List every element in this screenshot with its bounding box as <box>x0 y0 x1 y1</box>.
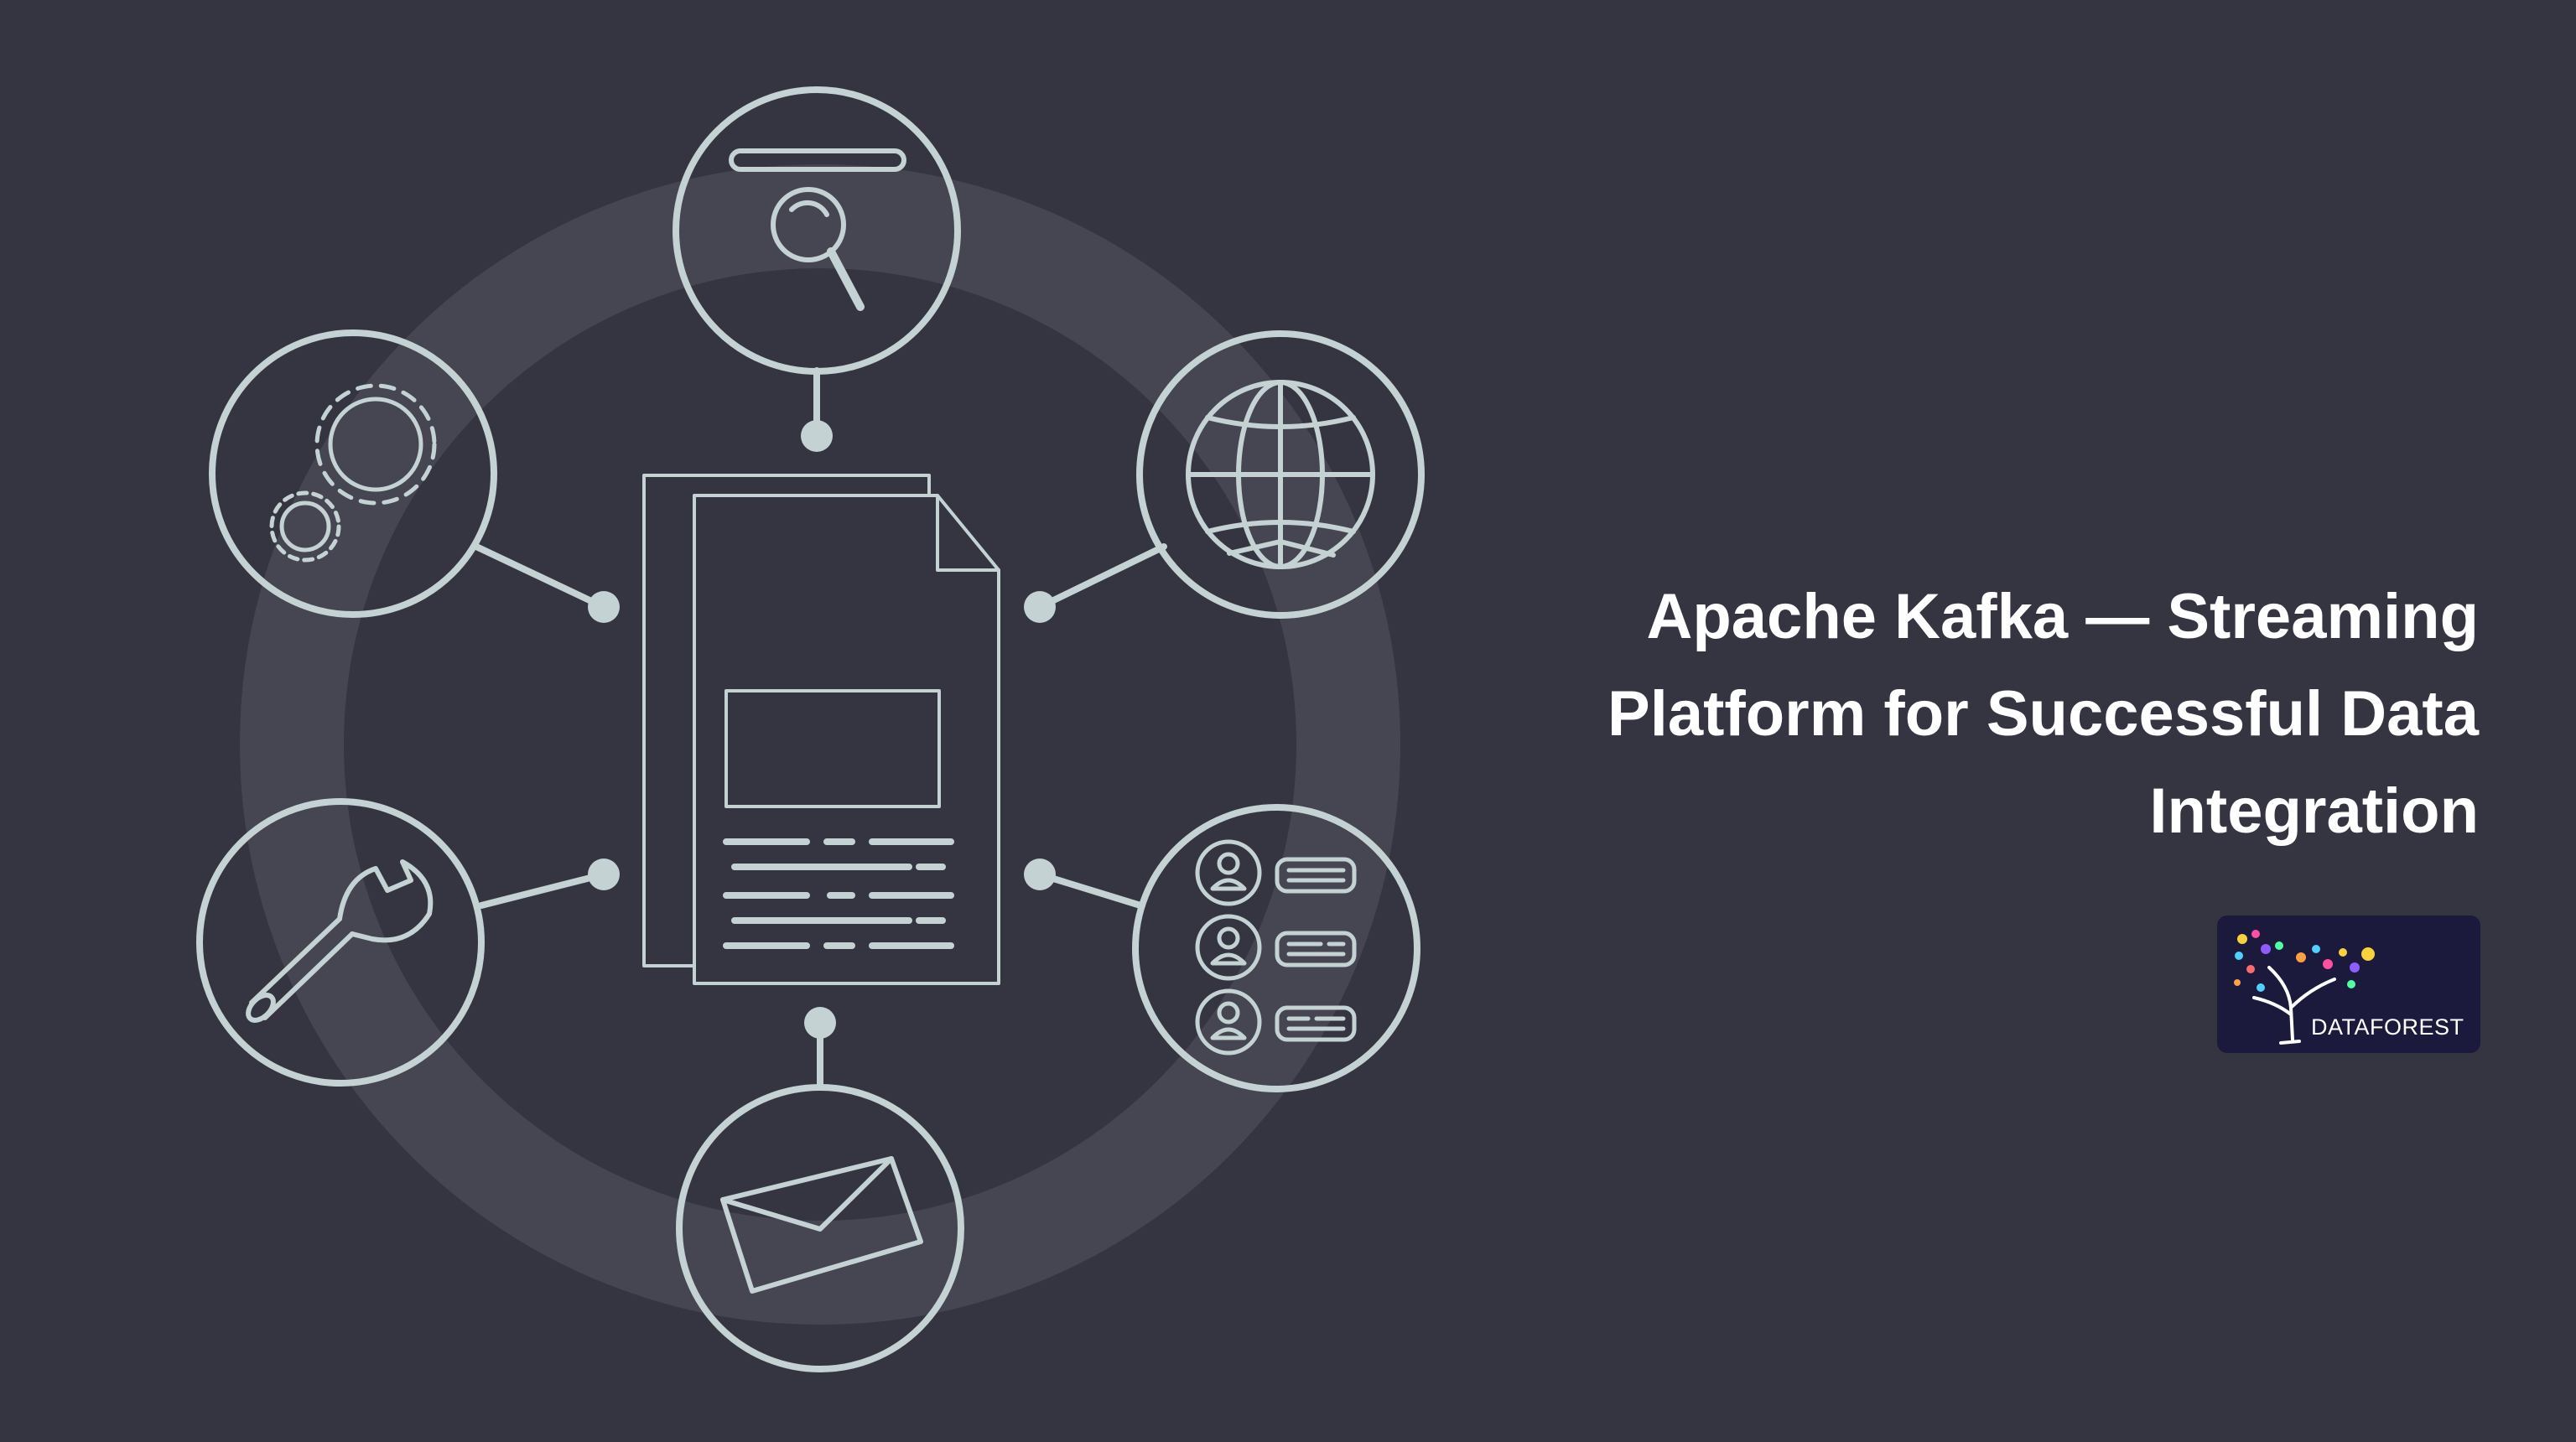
search-bar-icon <box>729 148 906 311</box>
integration-hub-illustration <box>196 86 1425 1372</box>
envelope-icon <box>720 1156 923 1294</box>
title-line: Platform for Successful Data <box>1607 678 2479 750</box>
document-icon <box>642 474 1000 985</box>
page-title: Apache Kafka — Streaming Platform for Su… <box>1389 568 2479 860</box>
title-line: Integration <box>2149 775 2479 847</box>
settings-node-circle <box>209 329 497 618</box>
title-line: Apache Kafka — Streaming <box>1646 581 2479 652</box>
search-node-circle <box>673 86 961 375</box>
users-node-circle <box>1132 804 1420 1092</box>
globe-icon <box>1186 380 1375 569</box>
user-list-icon <box>1195 839 1357 1056</box>
gears-icon <box>269 383 437 563</box>
tools-node-circle <box>196 798 485 1087</box>
logo-text: DATAFOREST <box>2311 1014 2464 1040</box>
connector-dots <box>588 420 1056 1039</box>
wrench-icon <box>246 859 434 1023</box>
dataforest-logo: DATAFOREST <box>2217 916 2480 1053</box>
tree-logo-icon <box>2234 930 2375 1045</box>
mail-node-circle <box>676 1084 964 1372</box>
globe-node-circle <box>1136 330 1425 619</box>
